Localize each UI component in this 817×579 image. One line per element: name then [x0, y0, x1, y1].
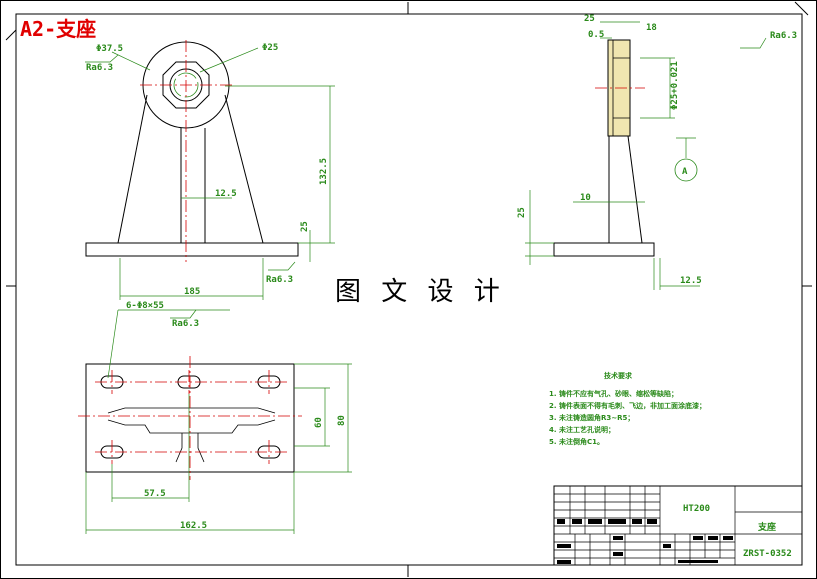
- tech-req-item: 2. 铸件表面不得有毛刺、飞边，非加工面涂底漆；: [549, 401, 706, 410]
- material: HT200: [683, 504, 710, 514]
- dim-outer-diameter: Φ37.5: [96, 44, 123, 54]
- top-view: 6-Φ8×55 Ra6.3 60 80 57.5 162.5: [78, 301, 352, 534]
- frame-corner-marks: [5, 1, 812, 577]
- title-block: HT200 支座 ZRST-0352: [553, 485, 803, 566]
- top-rib-outline: [107, 407, 276, 414]
- dim-side-c: 0.5: [588, 30, 604, 40]
- front-dim-lines: [85, 47, 335, 300]
- front-view: Φ37.5 Φ25 Ra6.3 12.5 132.5 25 185 Ra6.3: [85, 40, 335, 300]
- dim-side-a: 25: [584, 14, 595, 24]
- side-dim-lines: [525, 21, 767, 290]
- rough-top-view: Ra6.3: [172, 319, 199, 329]
- dim-side-height: 25: [517, 207, 527, 218]
- tech-req-item: 3. 未注铸造圆角R3~R5；: [549, 413, 634, 422]
- dim-pitch: 57.5: [144, 489, 166, 499]
- drawing-frame: [15, 13, 803, 566]
- dim-height: 132.5: [319, 158, 329, 185]
- dim-side-rib: 10: [580, 193, 591, 203]
- part-name: 支座: [757, 521, 776, 533]
- rough-base: Ra6.3: [266, 275, 293, 285]
- dim-inner-height: 60: [314, 417, 324, 428]
- rough-side: Ra6.3: [770, 31, 797, 41]
- right-web: [224, 94, 264, 244]
- top-dim-lines: [85, 309, 352, 534]
- boss-octagon: [162, 61, 210, 109]
- tech-requirements: 技术要求 1. 铸件不应有气孔、砂眼、缩松等缺陷； 2. 铸件表面不得有毛刺、飞…: [549, 371, 706, 446]
- dim-slot-width: 12.5: [215, 189, 237, 199]
- tech-req-item: 5. 未注倒角C1。: [549, 437, 604, 446]
- dim-side-b: 18: [646, 23, 657, 33]
- dim-side-base-ext: 12.5: [680, 276, 702, 286]
- tech-req-item: 1. 铸件不应有气孔、砂眼、缩松等缺陷；: [549, 389, 678, 398]
- dim-inner-diameter: Φ25: [262, 43, 278, 53]
- dim-side-bore: Φ25+0.021: [670, 61, 680, 110]
- drawing-number: ZRST-0352: [743, 549, 792, 559]
- top-centerlines: [78, 356, 302, 480]
- dim-outer-height: 80: [337, 415, 347, 426]
- drawing-title: A2-支座: [20, 17, 96, 41]
- front-centerlines: [140, 40, 235, 262]
- dim-total-width: 162.5: [180, 521, 207, 531]
- tech-req-item: 4. 未注工艺孔说明；: [549, 425, 615, 434]
- side-web-right: [627, 135, 643, 244]
- title-block-labels: [557, 519, 733, 564]
- side-view: A 25 18 0.5 Φ25+0.021 Ra6.3 10 25 12.5: [517, 14, 797, 290]
- dim-holes: 6-Φ8×55: [126, 301, 164, 311]
- left-web: [117, 94, 148, 244]
- dim-base-thickness: 25: [300, 221, 310, 232]
- mounting-slots: [100, 375, 281, 459]
- view-callout-circle: [674, 158, 698, 182]
- dim-base-width: 185: [184, 287, 200, 297]
- tech-req-heading: 技术要求: [604, 371, 633, 380]
- side-base: [553, 242, 655, 257]
- view-callout-label: A: [682, 167, 688, 177]
- watermark: 图 文 设 计: [335, 277, 506, 307]
- rough-top: Ra6.3: [86, 63, 113, 73]
- front-base: [85, 242, 299, 257]
